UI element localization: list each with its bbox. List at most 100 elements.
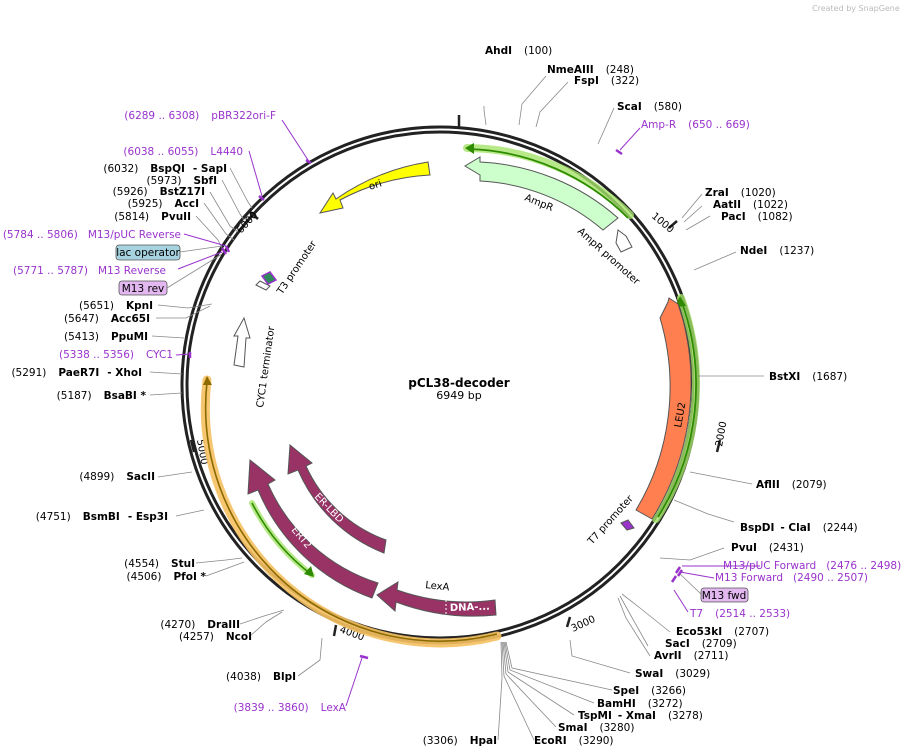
m13-rev-label: M13 rev: [122, 283, 165, 295]
m13-rev-leader: [166, 253, 223, 289]
tick-1000: [668, 220, 678, 229]
primer-m13-puc-forward[interactable]: M13/pUC Forward(2476 .. 2498): [723, 560, 901, 572]
site-saci[interactable]: SacI(2709): [665, 638, 737, 650]
site-pvui[interactable]: PvuI(2431): [731, 542, 804, 554]
site-pfoi[interactable]: (4506)PfoI *: [127, 571, 207, 583]
site-acc65i[interactable]: (5647)Acc65I: [64, 313, 150, 325]
primer-m13-puc-reverse[interactable]: (5784 .. 5806)M13/pUC Reverse: [3, 229, 181, 241]
primer-m13-forward[interactable]: M13 Forward(2490 .. 2507): [715, 572, 868, 584]
tick-label-1000: 1000: [649, 211, 676, 236]
plasmid-name: pCL38-decoder: [408, 376, 510, 390]
primer-pbr322ori-f[interactable]: (6289 .. 6308)pBR322ori-F: [124, 110, 276, 122]
t3-promoter-label: T3 promoter: [275, 238, 320, 297]
site-sbfi[interactable]: (5973)SbfI: [147, 175, 217, 187]
m13-rev-box[interactable]: M13 rev: [118, 280, 168, 296]
site-blpi[interactable]: (4038)BlpI: [226, 671, 296, 683]
site-aatii[interactable]: AatII(1022): [713, 199, 788, 211]
primer-lexa[interactable]: (3839 .. 3860)LexA: [234, 702, 347, 714]
site-bsmbi[interactable]: (4751)BsmBI- Esp3I: [36, 511, 168, 523]
tick-4000: [332, 624, 338, 637]
primer-m13-reverse[interactable]: (5771 .. 5787)M13 Reverse: [13, 265, 166, 277]
ampr-highlight: [463, 144, 634, 219]
lac-operator-leader: [179, 245, 223, 253]
ampr-promoter-feature[interactable]: [615, 229, 633, 253]
t7-promoter-marker[interactable]: [620, 519, 635, 531]
site-avrii[interactable]: AvrII(2711): [654, 650, 729, 662]
site-stui[interactable]: (4554)StuI: [124, 558, 195, 570]
site-spei[interactable]: SpeI(3266): [613, 685, 686, 697]
primer-t7[interactable]: T7(2514 .. 2533): [689, 608, 790, 620]
er-lbd-feature[interactable]: [287, 444, 387, 554]
site-tspmi[interactable]: TspMI- XmaI(3278): [578, 710, 703, 722]
er-lbd-label: ER-LBD: [312, 491, 346, 525]
ampr-feature[interactable]: [464, 156, 619, 231]
cyc1-terminator-label: CYC1 terminator: [255, 325, 277, 409]
site-paer7i[interactable]: (5291)PaeR7I- XhoI: [11, 367, 142, 379]
tick-6000: [249, 211, 259, 220]
site-sacii[interactable]: (4899)SacII: [79, 471, 155, 483]
leu2-strand-arrow: [657, 299, 697, 518]
tick-label-3000: 3000: [570, 614, 598, 635]
tick-2000: [715, 439, 722, 453]
m13-fwd-box[interactable]: M13 fwd: [700, 587, 749, 603]
site-ppumi[interactable]: (5413)PpuMI: [64, 331, 148, 343]
site-pvuii[interactable]: (5814)PvuII: [114, 211, 191, 223]
site-hpai[interactable]: (3306)HpaI: [423, 735, 497, 747]
site-nmeaiii[interactable]: NmeAIII(248): [547, 64, 634, 76]
lac-operator-label: lac operator: [116, 247, 180, 259]
site-eco53ki[interactable]: Eco53kI(2707): [676, 626, 769, 638]
site-ndei[interactable]: NdeI(1237): [740, 245, 814, 257]
site-acci[interactable]: (5925)AccI: [128, 198, 199, 210]
site-zrai[interactable]: ZraI(1020): [705, 187, 776, 199]
site-labels-left: (3306)HpaI (4038)BlpI (4257)NcoI (4270)D…: [11, 163, 497, 747]
site-bspqi[interactable]: (6032)BspQI- SapI: [103, 163, 227, 175]
lexa-region-line: [204, 381, 498, 642]
leu2-feature[interactable]: [635, 297, 692, 520]
tick-3000: [565, 616, 572, 628]
ert2-strand-arrow: [251, 502, 313, 576]
site-smai[interactable]: SmaI(3280): [558, 722, 634, 734]
site-kpni[interactable]: (5651)KpnI: [79, 300, 153, 312]
site-aflii[interactable]: AflII(2079): [756, 479, 827, 491]
ori-feature[interactable]: [318, 161, 431, 214]
site-ncoi[interactable]: (4257)NcoI: [179, 631, 252, 643]
primer-amp-r[interactable]: Amp-R(650 .. 669): [641, 119, 750, 131]
site-fspi[interactable]: FspI(322): [574, 75, 639, 87]
site-labels: AhdI(100) NmeAIII(248) FspI(322) ScaI(58…: [485, 45, 858, 747]
site-scai[interactable]: ScaI(580): [617, 101, 682, 113]
lexa-region-head: [203, 376, 212, 385]
m13-fwd-label: M13 fwd: [702, 590, 747, 602]
site-bstz17i[interactable]: (5926)BstZ17I: [113, 186, 205, 198]
lexa-feature[interactable]: [376, 581, 497, 617]
site-ahdi[interactable]: AhdI(100): [485, 45, 552, 57]
lac-operator-box[interactable]: lac operator: [115, 244, 180, 261]
site-leader-lines: [149, 75, 764, 741]
ampr-promoter-label: AmpR promoter: [575, 226, 642, 288]
site-bspdi[interactable]: BspDI- ClaI(2244): [740, 522, 858, 534]
primer-l4440[interactable]: (6038 .. 6055)L4440: [123, 146, 243, 158]
ampr-strand-arrow: [469, 148, 629, 219]
site-ecori[interactable]: EcoRI(3290): [534, 735, 614, 747]
tick-5000: [189, 439, 196, 453]
site-bstxi[interactable]: BstXI(1687): [769, 371, 847, 383]
ampr-strand-head: [465, 143, 474, 154]
cyc1-terminator-feature[interactable]: [233, 316, 251, 368]
site-bsabi[interactable]: (5187)BsaBI *: [57, 390, 147, 402]
primer-labels: Amp-R(650 .. 669) M13/pUC Forward(2476 .…: [3, 110, 901, 714]
site-swai[interactable]: SwaI(3029): [635, 668, 710, 680]
primer-markers: [188, 148, 684, 660]
ert2-feature[interactable]: [247, 459, 379, 599]
t3-promoter-feature[interactable]: [255, 280, 271, 291]
t3-promoter-marker[interactable]: [260, 271, 278, 285]
snapgene-credit: Created by SnapGene: [812, 4, 900, 13]
tick-label-2000: 2000: [714, 421, 729, 448]
tick-marks: [189, 115, 722, 637]
lexa-label: LexA: [425, 580, 450, 593]
site-bamhi[interactable]: BamHI(3272): [597, 698, 683, 710]
site-draiii[interactable]: (4270)DraIII: [160, 619, 240, 631]
ert2-strand-head: [304, 566, 314, 577]
primer-cyc1[interactable]: (5338 .. 5356)CYC1: [59, 349, 173, 361]
m13-fwd-leader: [679, 573, 702, 595]
site-paci[interactable]: PacI(1082): [721, 211, 793, 223]
